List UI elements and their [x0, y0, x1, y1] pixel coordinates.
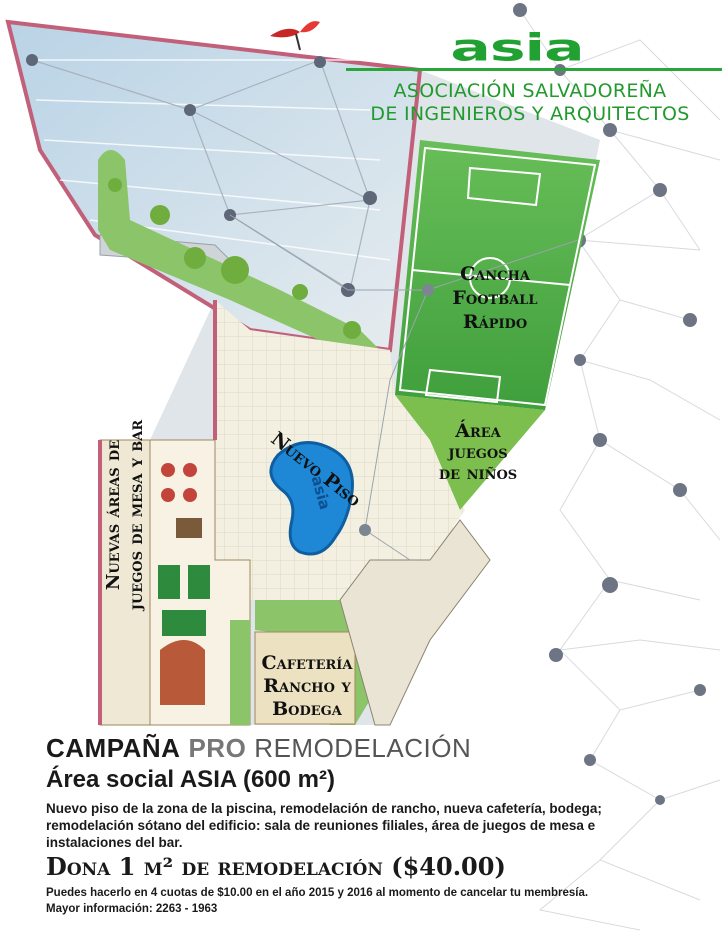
label-cafeteria-rancho-bodega: Cafetería Rancho y Bodega	[261, 652, 353, 720]
label-cancha-football: Cancha Football Rápido	[452, 263, 538, 333]
network-lines	[519, 9, 721, 931]
campaign-description: Nuevo piso de la zona de la piscina, rem…	[46, 801, 602, 850]
campaign-title-part3: REMODELACIÓN	[254, 733, 472, 763]
asia-logo: asia	[450, 26, 584, 70]
ribbon-ornament	[270, 21, 320, 51]
installments-note: Puedes hacerlo en 4 cuotas de $10.00 en …	[46, 887, 589, 899]
network-nodes	[513, 3, 706, 805]
site-plan: asia	[5, 19, 600, 726]
campaign-title-part2: PRO	[188, 733, 247, 763]
org-name-line1: ASOCIACIÓN SALVADOREÑA	[393, 80, 667, 102]
campaign-subtitle: Área social ASIA (600 m²)	[46, 766, 335, 793]
label-area-juegos-ninos: Área juegos de niños	[438, 420, 518, 484]
org-name-line2: DE INGENIEROS Y ARQUITECTOS	[370, 103, 690, 125]
donation-call: Dona 1 m² de remodelación ($40.00)	[46, 852, 506, 881]
logo-divider	[346, 68, 722, 71]
contact-info: Mayor información: 2263 - 1963	[46, 903, 218, 915]
label-nuevas-areas-mesa-bar: Nuevas áreas de juegos de mesa y bar	[103, 419, 147, 611]
campaign-title-part1: CAMPAÑA	[46, 733, 181, 763]
